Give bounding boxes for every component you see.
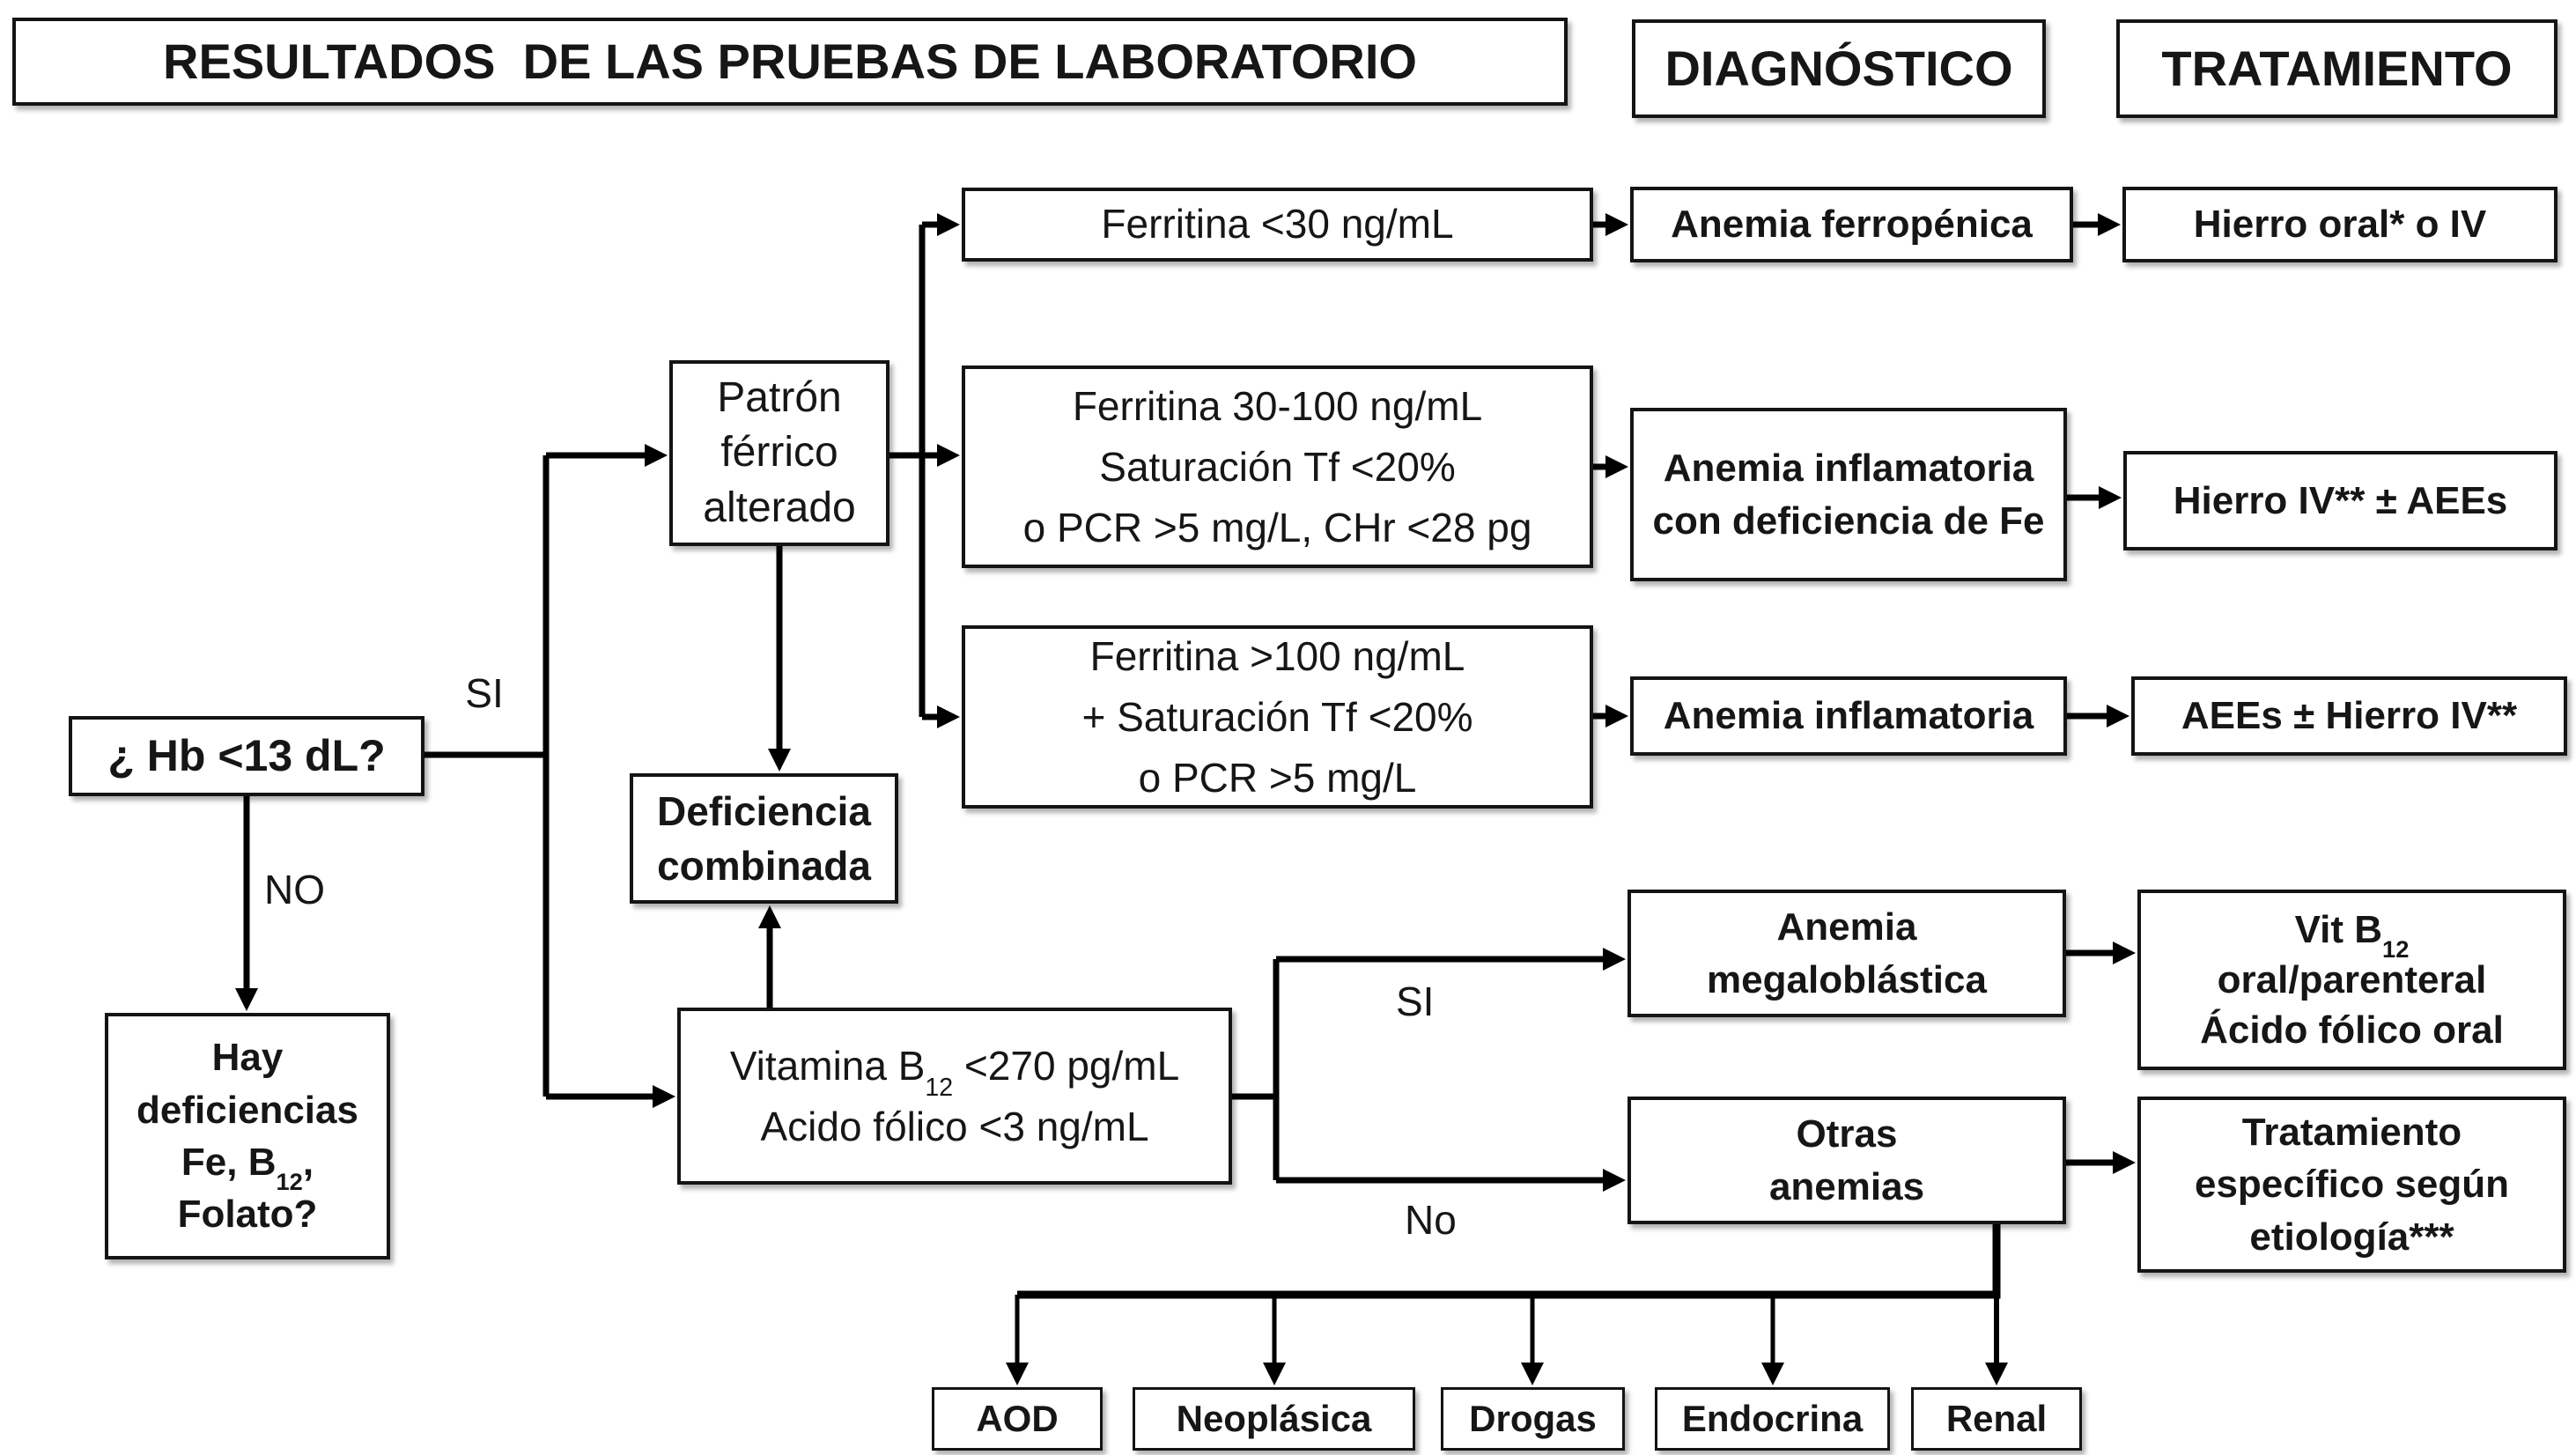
label-no-mid: No bbox=[1405, 1197, 1457, 1243]
lab3-line1: Ferritina >100 ng/mL bbox=[1089, 632, 1465, 679]
trat4-line2: oral/parenteral bbox=[2217, 957, 2487, 1001]
trat4-line1: Vit B12 bbox=[2294, 907, 2410, 964]
box-hierro-iv-aees: Hierro IV** ± AEEs bbox=[2123, 451, 2558, 550]
hay-line1: Hay bbox=[211, 1036, 284, 1080]
lab2-line2: Saturación Tf <20% bbox=[1099, 443, 1456, 490]
header-lab-results: RESULTADOS DE LAS PRUEBAS DE LABORATORIO bbox=[12, 18, 1568, 106]
label-no-top: NO bbox=[264, 867, 325, 912]
box-etiology-drogas: Drogas bbox=[1441, 1387, 1625, 1451]
box-vitamina-b12: Vitamina B12 <270 pg/mL Acido fólico <3 … bbox=[677, 1008, 1232, 1185]
deficiencia-line2: combinada bbox=[657, 843, 871, 889]
vitamina-line2: Acido fólico <3 ng/mL bbox=[760, 1103, 1149, 1149]
box-etiology-renal: Renal bbox=[1911, 1387, 2082, 1451]
box-anemia-megaloblastica: Anemia megaloblástica bbox=[1628, 890, 2066, 1017]
hay-line3: Fe, B12, bbox=[181, 1141, 314, 1196]
diag2-line2: con deficiencia de Fe bbox=[1652, 499, 2045, 543]
label-si-mid: SI bbox=[1396, 979, 1435, 1024]
diag4-line1: Anemia bbox=[1776, 905, 1917, 949]
box-anemia-inflamatoria-fe: Anemia inflamatoria con deficiencia de F… bbox=[1630, 408, 2067, 581]
trat4-line3: Ácido fólico oral bbox=[2200, 1008, 2504, 1052]
diag4-line2: megaloblástica bbox=[1707, 957, 1987, 1001]
trat5-line3: etiología*** bbox=[2249, 1215, 2454, 1259]
header-tratamiento: TRATAMIENTO bbox=[2116, 19, 2558, 118]
edge-otras-spine bbox=[1017, 1224, 2001, 1299]
lab2-line3: o PCR >5 mg/L, CHr <28 pg bbox=[1022, 504, 1532, 550]
header-diagnostico: DIAGNÓSTICO bbox=[1632, 19, 2046, 118]
box-etiology-neoplasica: Neoplásica bbox=[1133, 1387, 1415, 1451]
box-ferritina-gt100: Ferritina >100 ng/mL + Saturación Tf <20… bbox=[962, 625, 1593, 809]
box-aees-hierro-iv: AEEs ± Hierro IV** bbox=[2131, 676, 2567, 756]
box-hierro-oral: Hierro oral* o IV bbox=[2122, 187, 2558, 262]
box-anemia-ferropenica: Anemia ferropénica bbox=[1630, 187, 2073, 262]
box-anemia-inflamatoria: Anemia inflamatoria bbox=[1630, 676, 2067, 756]
hay-line4: Folato? bbox=[177, 1193, 318, 1237]
vitamina-line1: Vitamina B12 <270 pg/mL bbox=[729, 1042, 1180, 1102]
box-ferritina-30-100: Ferritina 30-100 ng/mL Saturación Tf <20… bbox=[962, 366, 1593, 568]
diag5-line2: anemias bbox=[1768, 1164, 1925, 1208]
box-otras-anemias: Otras anemias bbox=[1628, 1097, 2066, 1224]
box-deficiencia-combinada: Deficiencia combinada bbox=[630, 773, 898, 904]
box-patron-ferrico: Patrón férrico alterado bbox=[669, 360, 889, 546]
box-etiology-endocrina: Endocrina bbox=[1655, 1387, 1890, 1451]
deficiencia-line1: Deficiencia bbox=[657, 787, 871, 834]
diag2-line1: Anemia inflamatoria bbox=[1663, 447, 2034, 491]
box-hb-question: ¿ Hb <13 dL? bbox=[69, 716, 424, 796]
box-etiology-aod: AOD bbox=[932, 1387, 1103, 1451]
box-ferritina-lt30: Ferritina <30 ng/mL bbox=[962, 188, 1593, 262]
trat5-line2: específico según bbox=[2194, 1163, 2509, 1207]
trat5-line1: Tratamiento bbox=[2241, 1110, 2462, 1154]
diag5-line1: Otras bbox=[1796, 1112, 1898, 1156]
lab3-line2: + Saturación Tf <20% bbox=[1081, 693, 1473, 740]
patron-line2: férrico bbox=[720, 429, 838, 476]
lab2-line1: Ferritina 30-100 ng/mL bbox=[1072, 382, 1483, 429]
lab3-line3: o PCR >5 mg/L bbox=[1138, 754, 1417, 801]
box-hay-deficiencias: Hay deficiencias Fe, B12, Folato? bbox=[105, 1013, 390, 1259]
patron-line3: alterado bbox=[703, 484, 856, 531]
box-vit-b12-oral: Vit B12 oral/parenteral Ácido fólico ora… bbox=[2137, 890, 2566, 1070]
box-tratamiento-especifico: Tratamiento específico según etiología**… bbox=[2137, 1097, 2566, 1273]
patron-line1: Patrón bbox=[717, 373, 842, 421]
hay-line2: deficiencias bbox=[137, 1088, 358, 1132]
label-si-top: SI bbox=[465, 670, 504, 716]
